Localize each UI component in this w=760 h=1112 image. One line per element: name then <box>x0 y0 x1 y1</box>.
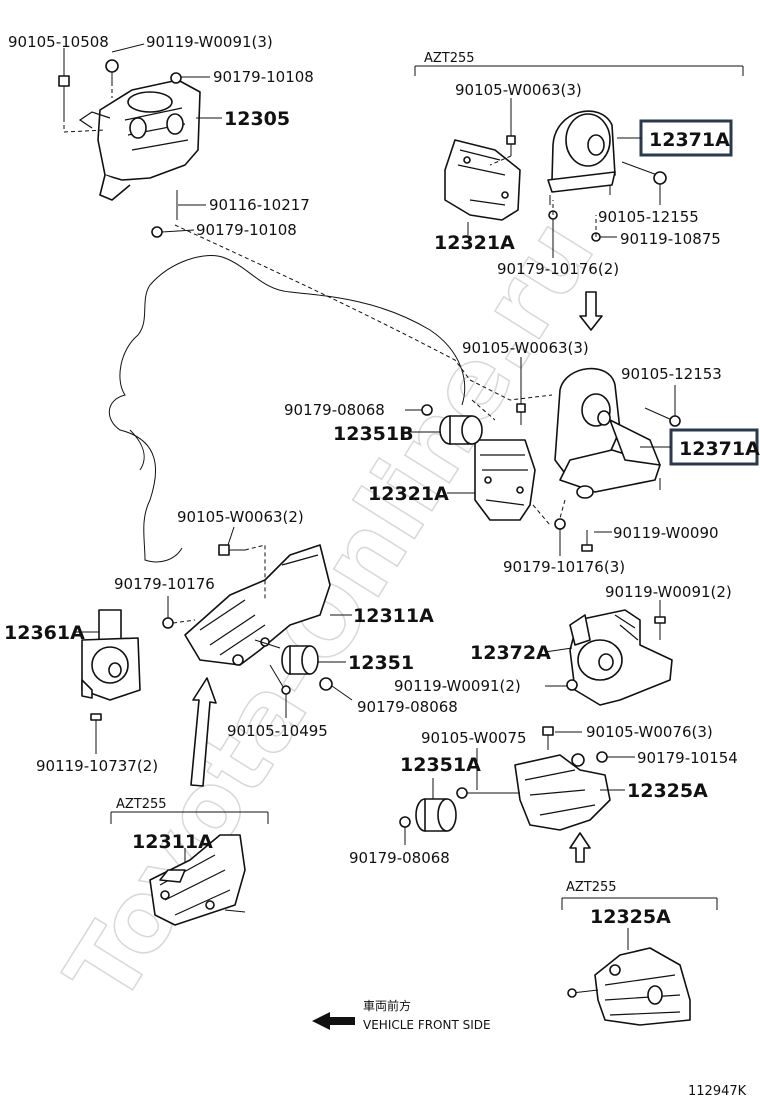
legend-japanese: 車両前方 <box>363 998 411 1013</box>
label-90105-10508: 90105-10508 <box>8 33 109 51</box>
label-12311A-a: 12311A <box>353 605 434 627</box>
label-12305: 12305 <box>224 108 290 130</box>
label-90179-10154: 90179-10154 <box>637 749 738 767</box>
label-90105-W0076-3: 90105-W0076(3) <box>586 723 713 741</box>
arrow-down-icon <box>579 291 603 331</box>
section-bottom-left <box>110 811 269 926</box>
label-90105-W0063-3-b: 90105-W0063(3) <box>462 339 589 357</box>
label-12351: 12351 <box>348 652 414 674</box>
part-labels: 90105-10508 90119-W0091(3) 90179-10108 1… <box>4 33 760 1099</box>
label-90179-10176-2: 90179-10176(2) <box>497 260 619 278</box>
mount-assembly-middle <box>421 367 759 552</box>
label-90179-08068-a: 90179-08068 <box>284 401 385 419</box>
label-90105-12155: 90105-12155 <box>598 208 699 226</box>
label-90116-10217: 90116-10217 <box>209 196 310 214</box>
label-90179-10108-b: 90179-10108 <box>196 221 297 239</box>
section-label-bottom-left: AZT255 <box>116 797 167 812</box>
vehicle-front-arrow-icon <box>312 1012 355 1030</box>
label-90119-W0091-2-b: 90119-W0091(2) <box>394 677 521 695</box>
mount-12372A <box>566 609 673 706</box>
arrow-up-small-icon <box>569 832 591 863</box>
section-bottom-right <box>561 897 718 1026</box>
label-12361A: 12361A <box>4 622 85 644</box>
section-label-top-right: AZT255 <box>424 51 475 66</box>
label-90179-08068-b: 90179-08068 <box>357 698 458 716</box>
label-90105-W0075: 90105-W0075 <box>421 729 527 747</box>
section-top-right <box>414 65 744 242</box>
engine-outline <box>108 255 466 563</box>
bracket-12325A <box>399 726 611 832</box>
label-90119-W0091-3: 90119-W0091(3) <box>146 33 273 51</box>
leader-lines <box>63 43 676 950</box>
label-90105-10495: 90105-10495 <box>227 722 328 740</box>
mount-12361A <box>81 609 141 735</box>
label-90179-10176: 90179-10176 <box>114 575 215 593</box>
label-12321A-a: 12321A <box>434 232 515 254</box>
label-90119-10737-2: 90119-10737(2) <box>36 757 158 775</box>
label-90105-W0063-2: 90105-W0063(2) <box>177 508 304 526</box>
label-12325A-b: 12325A <box>590 906 671 928</box>
label-90105-12153: 90105-12153 <box>621 365 722 383</box>
legend-english: VEHICLE FRONT SIDE <box>363 1018 491 1032</box>
leader-dashed-engine <box>174 224 471 381</box>
label-12321A-b: 12321A <box>368 483 449 505</box>
label-90179-10176-3: 90179-10176(3) <box>503 558 625 576</box>
label-12371A-b: 12371A <box>679 438 760 460</box>
label-90179-10108-a: 90179-10108 <box>213 68 314 86</box>
section-label-bottom-right: AZT255 <box>566 880 617 895</box>
label-12351B: 12351B <box>333 423 414 445</box>
mount-12305 <box>58 59 201 238</box>
diagram-code: 112947K <box>688 1084 747 1099</box>
label-12351A: 12351A <box>400 754 481 776</box>
label-12311A-b: 12311A <box>132 831 213 853</box>
bracket-12311A <box>162 544 333 695</box>
label-90119-W0090: 90119-W0090 <box>613 524 719 542</box>
label-12325A-a: 12325A <box>627 780 708 802</box>
label-90179-08068-c: 90179-08068 <box>349 849 450 867</box>
label-12372A: 12372A <box>470 642 551 664</box>
label-90105-W0063-3-a: 90105-W0063(3) <box>455 81 582 99</box>
label-90119-10875: 90119-10875 <box>620 230 721 248</box>
label-90119-W0091-2-a: 90119-W0091(2) <box>605 583 732 601</box>
label-12371A-a: 12371A <box>649 129 730 151</box>
watermark-text: Toyota-Online.ru <box>45 200 616 1022</box>
arrow-up-icon <box>190 677 217 787</box>
